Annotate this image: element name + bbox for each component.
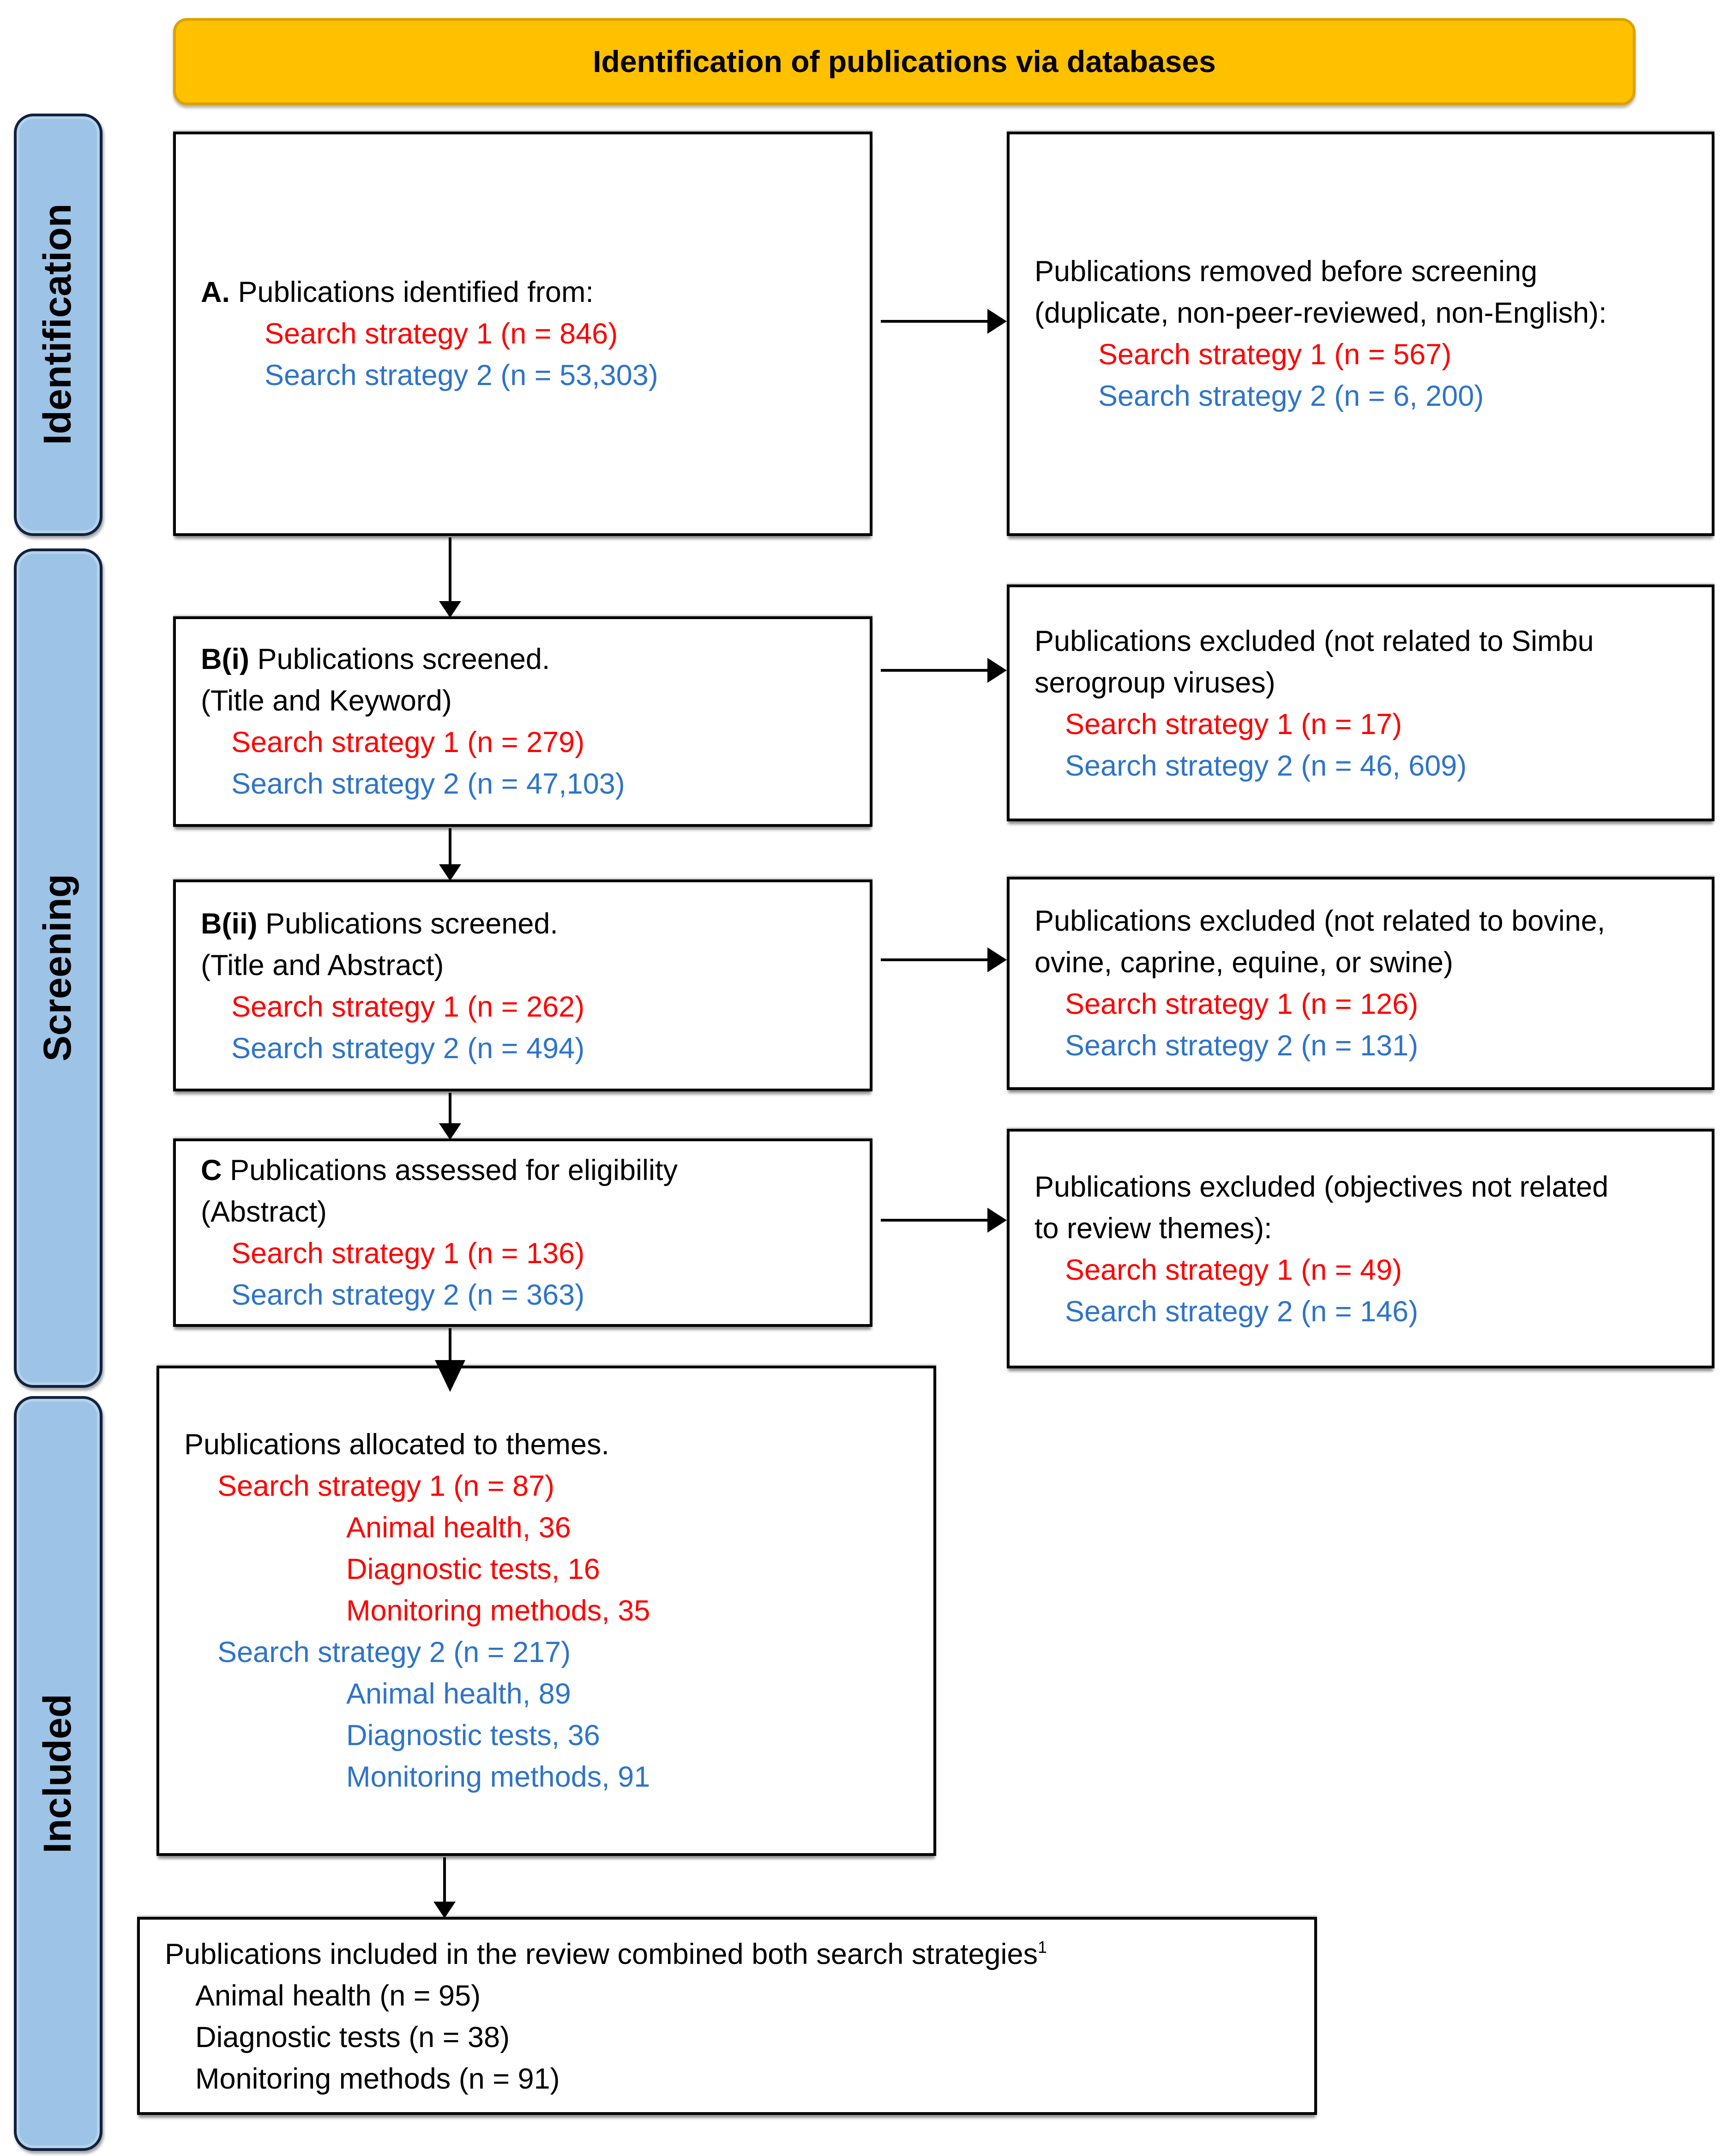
arrow-right-identified-to-removed xyxy=(881,320,987,323)
box-included-in-review: Publications included in the review comb… xyxy=(137,1917,1317,2115)
box-b1-title-line: B(i) Publications screened. xyxy=(201,640,853,681)
box-themes-s2-item: Monitoring methods, 91 xyxy=(346,1762,650,1794)
box-final-title-line: Publications included in the review comb… xyxy=(165,1934,1298,1976)
box-themes-s1-item: Monitoring methods, 35 xyxy=(346,1596,650,1627)
box-themes-s2-item: Animal health, 89 xyxy=(346,1679,571,1710)
box-excluded-simbu: Publications excluded (not related to Si… xyxy=(1007,584,1714,821)
box-themes-s1-item: Animal health, 36 xyxy=(346,1512,571,1544)
box-excl2-title: Publications excluded (not related to bo… xyxy=(1034,906,1606,979)
box-themes-strategy2: Search strategy 2 (n = 217) xyxy=(217,1637,571,1669)
arrow-down-b2-to-c xyxy=(449,1093,451,1123)
box-excl1-strategy1: Search strategy 1 (n = 17) xyxy=(1065,708,1402,741)
box-excluded-objectives: Publications excluded (objectives not re… xyxy=(1007,1129,1714,1368)
box-final-item: Monitoring methods (n = 91) xyxy=(195,2063,560,2095)
banner-title: Identification of publications via datab… xyxy=(173,18,1636,105)
box-final-title: Publications included in the review comb… xyxy=(165,1938,1038,1970)
box-c-strategy1: Search strategy 1 (n = 136) xyxy=(231,1238,585,1270)
box-b1-prefix: B(i) xyxy=(201,644,249,676)
box-excluded-species: Publications excluded (not related to bo… xyxy=(1007,877,1714,1090)
box-b2-subtitle: (Title and Abstract) xyxy=(201,949,444,982)
box-excl3-strategy1: Search strategy 1 (n = 49) xyxy=(1065,1254,1402,1286)
stage-label-identification: Identification xyxy=(36,204,79,446)
box-c-title: Publications assessed for eligibility xyxy=(230,1155,678,1187)
arrow-right-b2-to-excluded-species xyxy=(881,958,987,961)
box-themes-title: Publications allocated to themes. xyxy=(184,1429,610,1461)
box-excl3-strategy2: Search strategy 2 (n = 146) xyxy=(1065,1295,1419,1328)
box-c-subtitle: (Abstract) xyxy=(201,1197,327,1229)
arrow-down-c-to-themes xyxy=(449,1328,451,1360)
box-c-strategy2: Search strategy 2 (n = 363) xyxy=(231,1280,585,1312)
box-excl1-strategy2: Search strategy 2 (n = 46, 609) xyxy=(1065,750,1467,782)
box-b1-subtitle: (Title and Keyword) xyxy=(201,686,452,717)
stage-rail-included: Included xyxy=(14,1396,102,2151)
box-b1-title: Publications screened. xyxy=(257,644,550,676)
box-assessed-eligibility: C Publications assessed for eligibility … xyxy=(173,1138,872,1327)
arrow-down-themes-to-final xyxy=(443,1857,446,1902)
box-c-prefix: C xyxy=(201,1155,222,1187)
box-final-item: Diagnostic tests (n = 38) xyxy=(195,2021,510,2054)
box-allocated-themes: Publications allocated to themes. Search… xyxy=(156,1366,936,1856)
box-excl3-title: Publications excluded (objectives not re… xyxy=(1034,1171,1609,1245)
box-screened-title-abstract: B(ii) Publications screened. (Title and … xyxy=(173,879,872,1091)
arrow-down-b1-to-b2 xyxy=(449,828,451,864)
box-removed-strategy1: Search strategy 1 (n = 567) xyxy=(1098,339,1452,371)
box-b2-strategy2: Search strategy 2 (n = 494) xyxy=(231,1032,585,1065)
stage-label-screening: Screening xyxy=(36,874,79,1062)
box-b2-prefix: B(ii) xyxy=(201,908,258,940)
arrow-right-b1-to-excluded-simbu xyxy=(881,669,987,672)
box-publications-identified: A. Publications identified from: Search … xyxy=(173,132,872,536)
stage-label-included: Included xyxy=(36,1693,79,1854)
box-a-strategy2: Search strategy 2 (n = 53,303) xyxy=(265,360,658,392)
arrow-down-a-to-b1 xyxy=(449,537,451,601)
box-a-prefix: A. xyxy=(201,277,230,309)
box-a-strategy1: Search strategy 1 (n = 846) xyxy=(265,319,618,350)
box-a-title-line: A. Publications identified from: xyxy=(201,273,853,314)
box-screened-title-keyword: B(i) Publications screened. (Title and K… xyxy=(173,616,872,827)
box-final-footnote-marker: 1 xyxy=(1038,1937,1047,1957)
banner-title-text: Identification of publications via datab… xyxy=(593,43,1216,78)
box-a-title: Publications identified from: xyxy=(238,277,594,309)
box-excl2-strategy1: Search strategy 1 (n = 126) xyxy=(1065,989,1419,1021)
box-themes-s2-item: Diagnostic tests, 36 xyxy=(346,1720,600,1752)
box-excl1-title: Publications excluded (not related to Si… xyxy=(1034,625,1594,699)
stage-rail-screening: Screening xyxy=(14,548,102,1388)
stage-rail-identification: Identification xyxy=(14,114,102,536)
box-removed-title: Publications removed before screening (d… xyxy=(1034,256,1607,330)
box-removed-before-screening: Publications removed before screening (d… xyxy=(1007,132,1714,536)
box-b1-strategy2: Search strategy 2 (n = 47,103) xyxy=(231,769,625,801)
box-b2-title: Publications screened. xyxy=(265,908,558,940)
box-c-title-line: C Publications assessed for eligibility xyxy=(201,1151,853,1192)
box-b2-strategy1: Search strategy 1 (n = 262) xyxy=(231,991,585,1023)
box-b1-strategy1: Search strategy 1 (n = 279) xyxy=(231,727,585,759)
box-themes-strategy1: Search strategy 1 (n = 87) xyxy=(217,1471,555,1503)
box-themes-s1-item: Diagnostic tests, 16 xyxy=(346,1554,600,1586)
box-excl2-strategy2: Search strategy 2 (n = 131) xyxy=(1065,1030,1419,1062)
box-b2-title-line: B(ii) Publications screened. xyxy=(201,904,853,946)
arrow-right-c-to-excluded-objectives xyxy=(881,1219,987,1222)
box-removed-strategy2: Search strategy 2 (n = 6, 200) xyxy=(1098,381,1484,413)
box-final-item: Animal health (n = 95) xyxy=(195,1980,481,2012)
